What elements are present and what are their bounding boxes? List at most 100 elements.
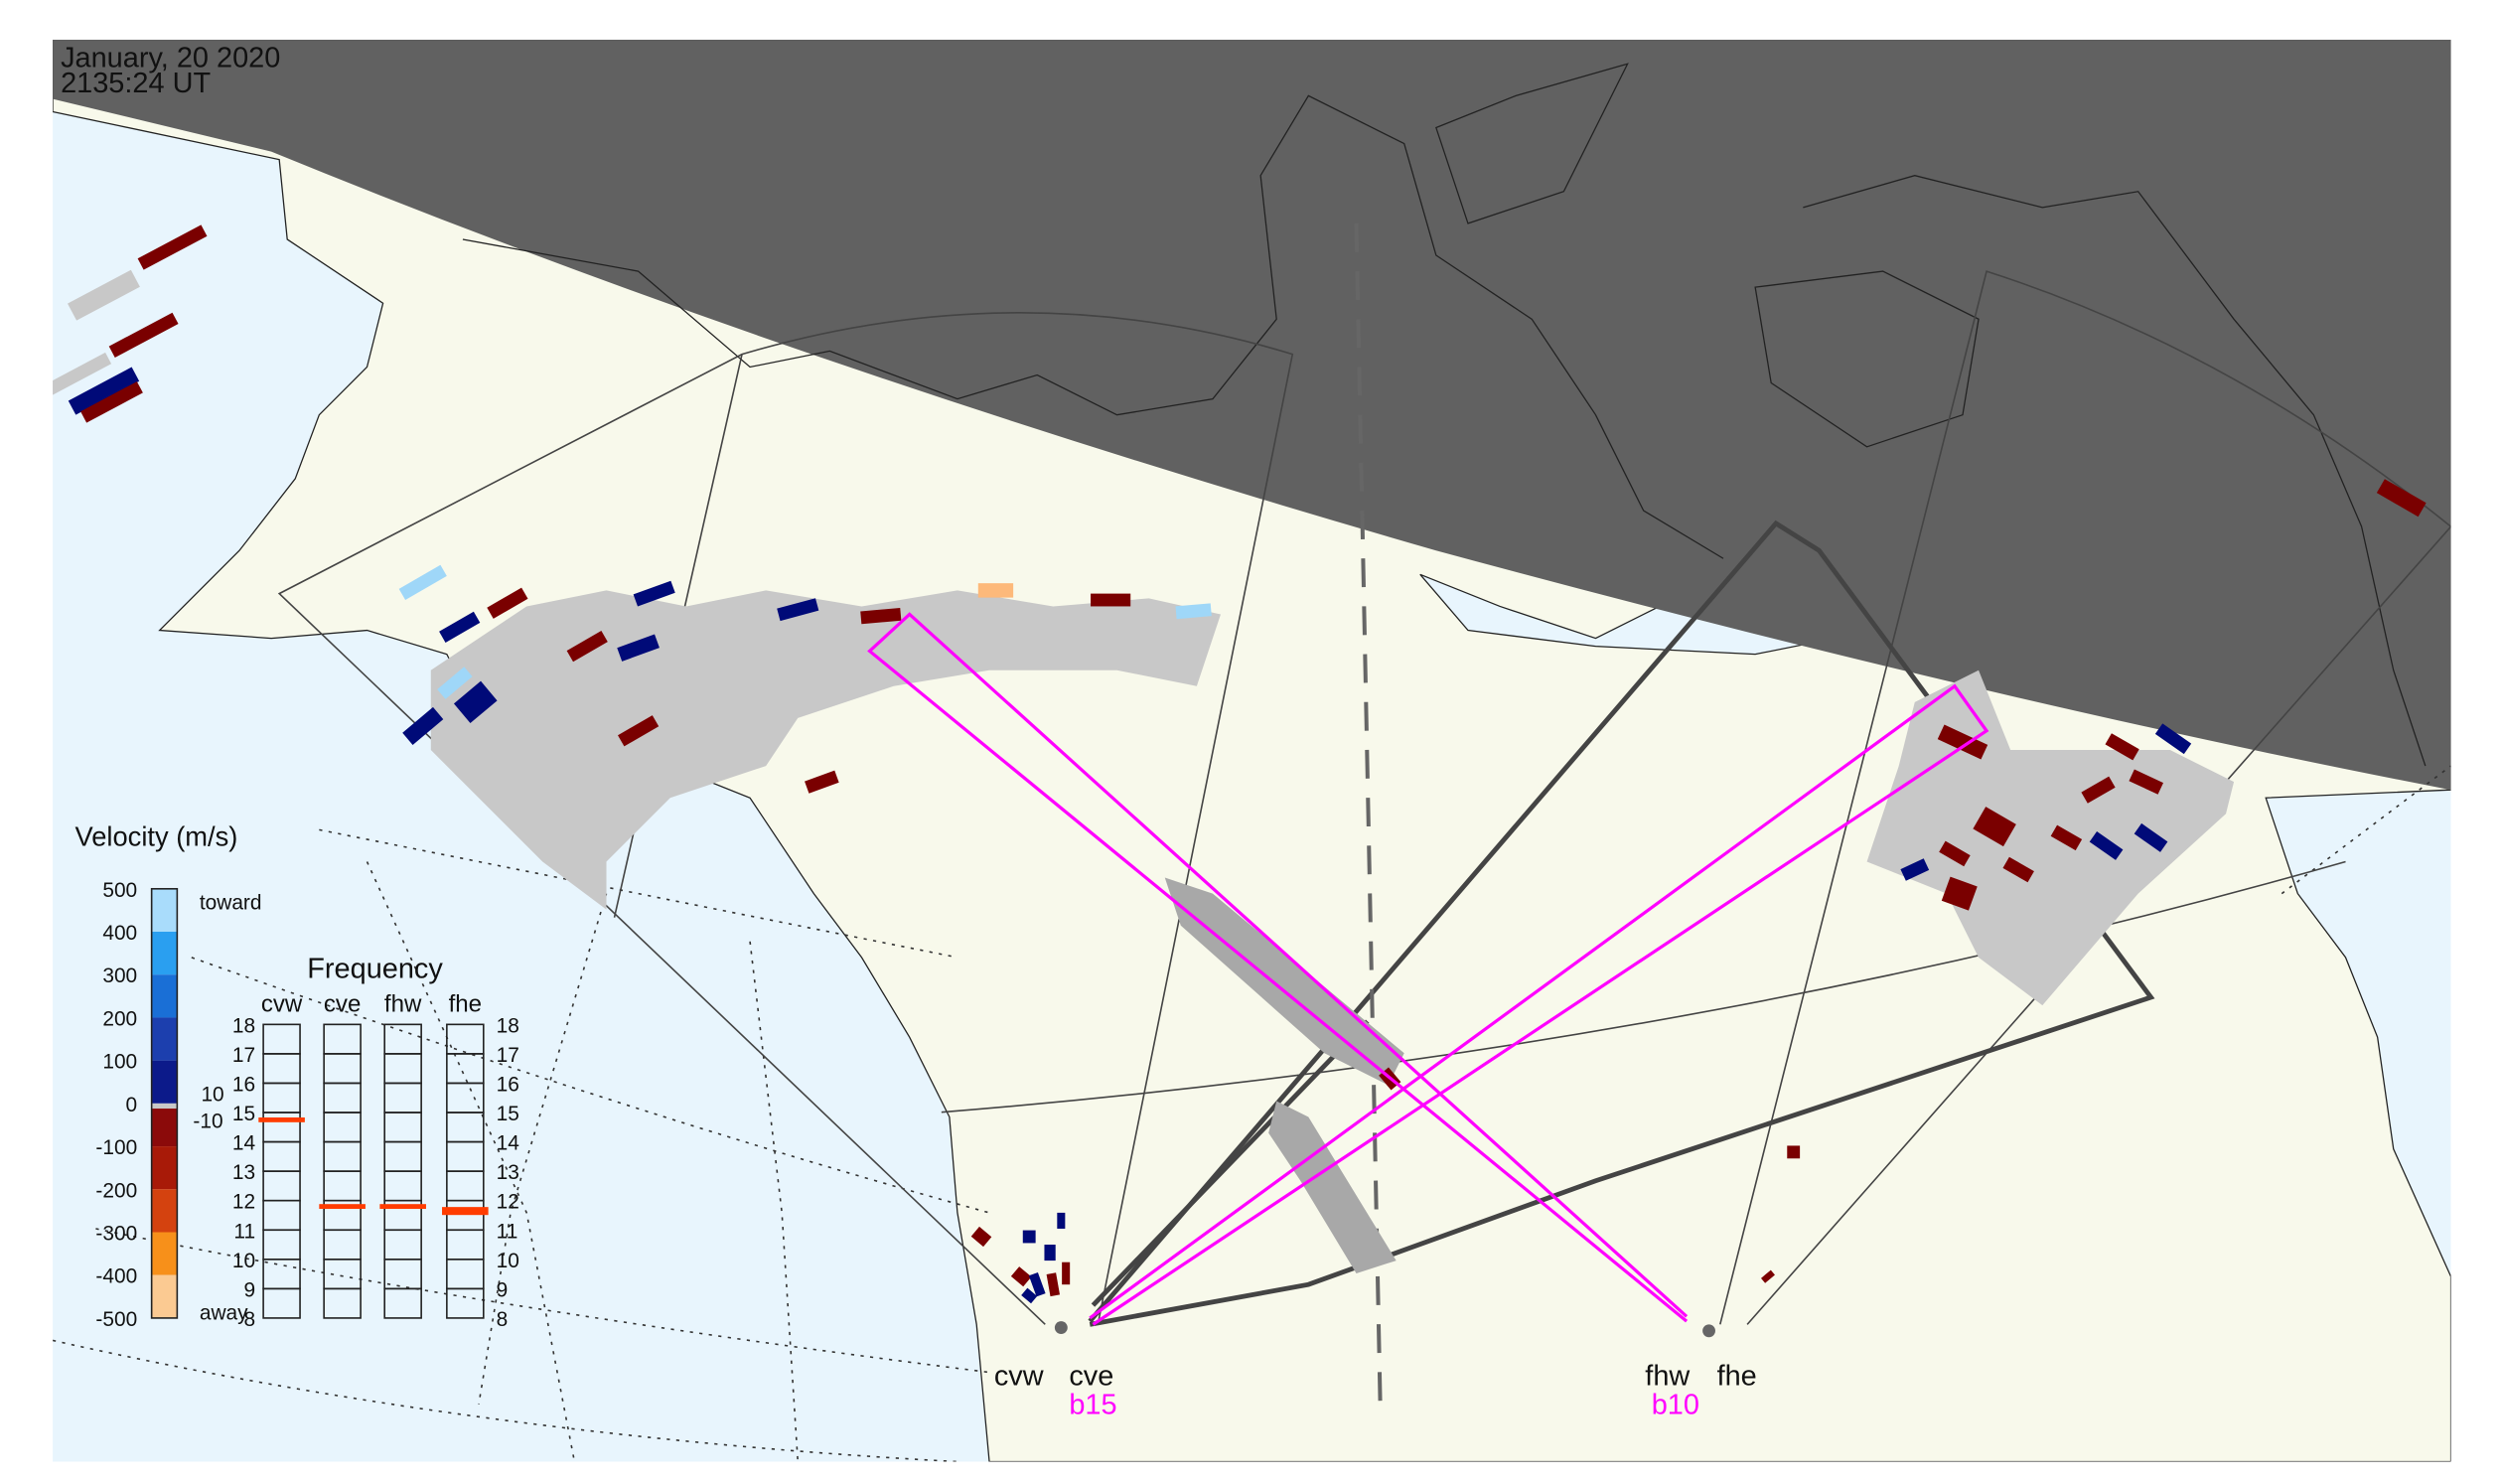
station-dot-fhw-fhe [1702, 1324, 1715, 1338]
velocity-tick-label: -400 [95, 1265, 137, 1288]
frequency-tick-left: 15 [232, 1103, 255, 1125]
scatter-cell [1939, 840, 1971, 867]
colorbar-segment [151, 932, 178, 975]
scatter-cell [1010, 1266, 1032, 1287]
colorbar-segment [151, 1274, 178, 1318]
scatter-cell [53, 352, 112, 398]
gray-band-label-pos: 10 [201, 1083, 223, 1106]
frequency-tick-right: 10 [497, 1250, 519, 1272]
station-label-fhw: fhw [1645, 1360, 1690, 1392]
frequency-radar-label-cvw: cvw [261, 990, 303, 1017]
beam-label-b15: b15 [1069, 1389, 1116, 1420]
velocity-tick-label: 200 [102, 1007, 137, 1030]
velocity-colorbar [150, 887, 179, 1319]
velocity-tick-label: 500 [102, 879, 137, 902]
scatter-cell [439, 611, 481, 643]
scatter-cell [1046, 1272, 1060, 1297]
scatter-cell [1973, 807, 2016, 847]
toward-label: toward [200, 892, 262, 915]
map-area [53, 40, 2451, 1462]
ground-scatter-region [1268, 1101, 1397, 1273]
frequency-radar-label-cve: cve [324, 990, 361, 1017]
scatter-cell [2002, 856, 2034, 883]
scatter-cell [566, 631, 608, 663]
scatter-cell [68, 269, 140, 321]
scatter-cell [1022, 1230, 1036, 1244]
frequency-cell [323, 1287, 362, 1319]
scatter-cell [777, 598, 819, 622]
frequency-tick-right: 15 [497, 1103, 519, 1125]
scatter-cell [1044, 1245, 1056, 1261]
scatter-cell [1057, 1212, 1066, 1229]
scatter-cell [1941, 876, 1978, 911]
scatter-cell [80, 381, 143, 423]
frequency-marker-fhe [442, 1207, 489, 1216]
frequency-tick-left: 17 [232, 1044, 255, 1067]
colorbar-frame [150, 887, 179, 1319]
ground-scatter-region [1164, 877, 1404, 1086]
scatter-cells [53, 224, 2427, 1304]
frequency-marker-fhw [379, 1204, 426, 1210]
colorbar-segment [151, 1060, 178, 1104]
scatter-cell [1937, 724, 1988, 760]
scatter-cell [402, 706, 444, 745]
beam-outlines [867, 612, 1989, 1326]
date-label: January, 20 2020 [61, 42, 280, 74]
frequency-tick-left: 13 [232, 1161, 255, 1184]
scatter-cell [618, 715, 660, 747]
scatter-cell [437, 667, 473, 699]
graticule [53, 765, 2451, 1462]
scatter-cell [2089, 830, 2124, 860]
frequency-tick-right: 17 [497, 1044, 519, 1067]
colorbar-segment [151, 1232, 178, 1275]
scatter-cell [970, 1226, 992, 1248]
scatter-cell [108, 312, 179, 358]
velocity-tick-label: -300 [95, 1223, 137, 1246]
dashed-meridian [1354, 223, 1383, 1405]
scatter-cell [1091, 593, 1131, 607]
velocity-tick-label: -100 [95, 1136, 137, 1159]
scatter-cell [1761, 1269, 1775, 1283]
frequency-cell [262, 1287, 301, 1319]
scatter-cell [617, 634, 660, 662]
scatter-cell [1900, 858, 1930, 881]
frequency-cell [446, 1287, 485, 1319]
scatter-cell [860, 607, 902, 625]
frequency-tick-right: 11 [497, 1220, 518, 1243]
scatter-cell [2050, 824, 2083, 851]
frequency-marker-cve [319, 1204, 366, 1210]
velocity-tick-label: 300 [102, 965, 137, 987]
frequency-tick-right: 18 [497, 1014, 519, 1037]
night-region [53, 40, 2451, 791]
beam-b10-outline [867, 612, 1689, 1323]
frequency-radar-label-fhw: fhw [384, 990, 422, 1017]
frequency-marker-cvw [258, 1116, 305, 1122]
velocity-tick-label: 0 [126, 1094, 138, 1116]
scatter-cell [2105, 733, 2139, 761]
scatter-cell [1787, 1145, 1801, 1159]
velocity-tick-label: -500 [95, 1308, 137, 1331]
frequency-cell [383, 1287, 422, 1319]
radar-fov-thick [1088, 519, 2155, 1327]
velocity-legend: Velocity (m/s) 5004003002001000-100-200-… [75, 820, 262, 1331]
scatter-cell [1175, 603, 1212, 620]
station-label-fhe: fhe [1717, 1360, 1757, 1392]
station-label-cve: cve [1069, 1360, 1113, 1392]
scatter-cell [487, 587, 528, 619]
scatter-cell [805, 770, 839, 794]
ground-scatter-region [430, 590, 1221, 910]
frequency-tick-left: 12 [232, 1191, 255, 1214]
frequency-tick-right: 13 [497, 1161, 519, 1184]
frequency-tick-left: 10 [232, 1250, 255, 1272]
velocity-legend-title: Velocity (m/s) [75, 820, 238, 851]
colorbar-segment [151, 1146, 178, 1190]
station-label-cvw: cvw [994, 1360, 1044, 1392]
frequency-tick-right: 9 [497, 1278, 509, 1301]
beam-b15-outline [1089, 683, 1989, 1326]
colorbar-segment [151, 1109, 178, 1147]
scatter-cell [2081, 776, 2116, 804]
